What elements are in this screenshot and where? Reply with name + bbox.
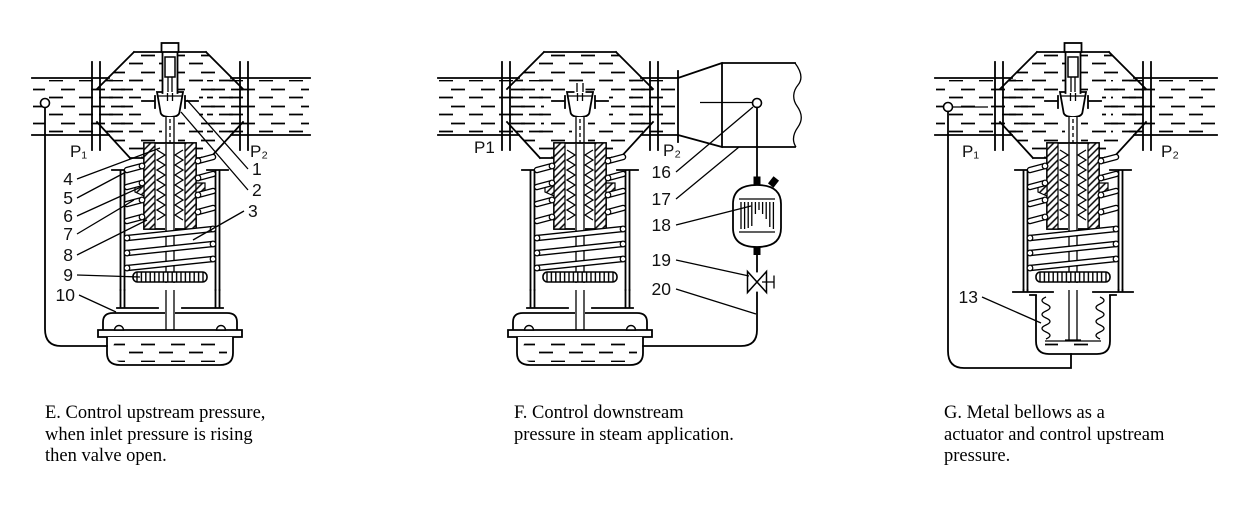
part-label-e-2: 2 xyxy=(252,180,262,200)
caption-f-line2: pressure in steam application. xyxy=(514,424,734,445)
part-label-e-8: 8 xyxy=(63,245,73,265)
caption-g-line3: pressure. xyxy=(944,446,1011,466)
caption-e: E. Control upstream pressure, when inlet… xyxy=(45,403,265,468)
caption-g-line2: actuator and control upstream xyxy=(944,424,1165,445)
pressure-tap-icon-f xyxy=(751,97,763,109)
pressure-label-p2-f: P₂ xyxy=(663,141,681,160)
pressure-label-p2-e: P₂ xyxy=(250,142,268,161)
part-label-e-1: 1 xyxy=(252,159,262,179)
pressure-label-p1-f: P1 xyxy=(474,138,495,157)
condensate-tank-f xyxy=(732,176,782,255)
part-label-e-4: 4 xyxy=(63,169,73,189)
part-label-f-18: 18 xyxy=(652,215,671,235)
sensing-line-e xyxy=(39,97,108,347)
leader-lines-e xyxy=(76,99,249,313)
pressure-label-p1-g: P₁ xyxy=(962,142,979,161)
leader-lines-g xyxy=(981,296,1042,324)
caption-g: G. Metal bellows as a actuator and contr… xyxy=(944,403,1164,468)
pressure-label-p1-e: P₁ xyxy=(70,142,87,161)
pressure-tap-icon-g xyxy=(942,101,954,113)
part-label-e-7: 7 xyxy=(63,224,73,244)
part-label-e-3: 3 xyxy=(248,201,258,221)
part-label-f-19: 19 xyxy=(652,250,671,270)
part-label-f-16: 16 xyxy=(652,162,671,182)
caption-g-line1: G. Metal bellows as a xyxy=(944,403,1105,423)
part-label-e-6: 6 xyxy=(63,206,73,226)
pressure-label-p2-g: P₂ xyxy=(1161,142,1179,161)
valve-diagram-f: P1 P₂ 16 17 18 19 20 xyxy=(437,52,802,366)
needle-valve-icon-f xyxy=(746,269,775,295)
valve-diagram-g: P₁ P₂ 13 xyxy=(934,42,1218,369)
leader-lines-f xyxy=(675,106,757,315)
pressure-tap-icon-e xyxy=(39,97,51,109)
part-label-f-17: 17 xyxy=(652,189,671,209)
part-label-e-5: 5 xyxy=(63,188,73,208)
sensing-line-g xyxy=(942,101,1072,369)
part-label-f-20: 20 xyxy=(652,279,672,299)
caption-e-line3: then valve open. xyxy=(45,446,167,466)
part-label-e-10: 10 xyxy=(56,285,76,305)
part-label-e-9: 9 xyxy=(63,265,73,285)
steam-pipe-f xyxy=(676,61,802,149)
caption-f: F. Control downstream pressure in steam … xyxy=(514,403,734,446)
part-label-g-13: 13 xyxy=(959,287,978,307)
valve-diagram-e: P₁ P₂ 1 2 3 4 5 6 7 8 9 10 xyxy=(31,42,311,366)
sensing-circuit-f xyxy=(642,97,782,347)
caption-e-line1: E. Control upstream pressure, xyxy=(45,403,266,423)
caption-f-line1: F. Control downstream xyxy=(514,403,684,423)
caption-e-line2: when inlet pressure is rising xyxy=(45,424,253,445)
